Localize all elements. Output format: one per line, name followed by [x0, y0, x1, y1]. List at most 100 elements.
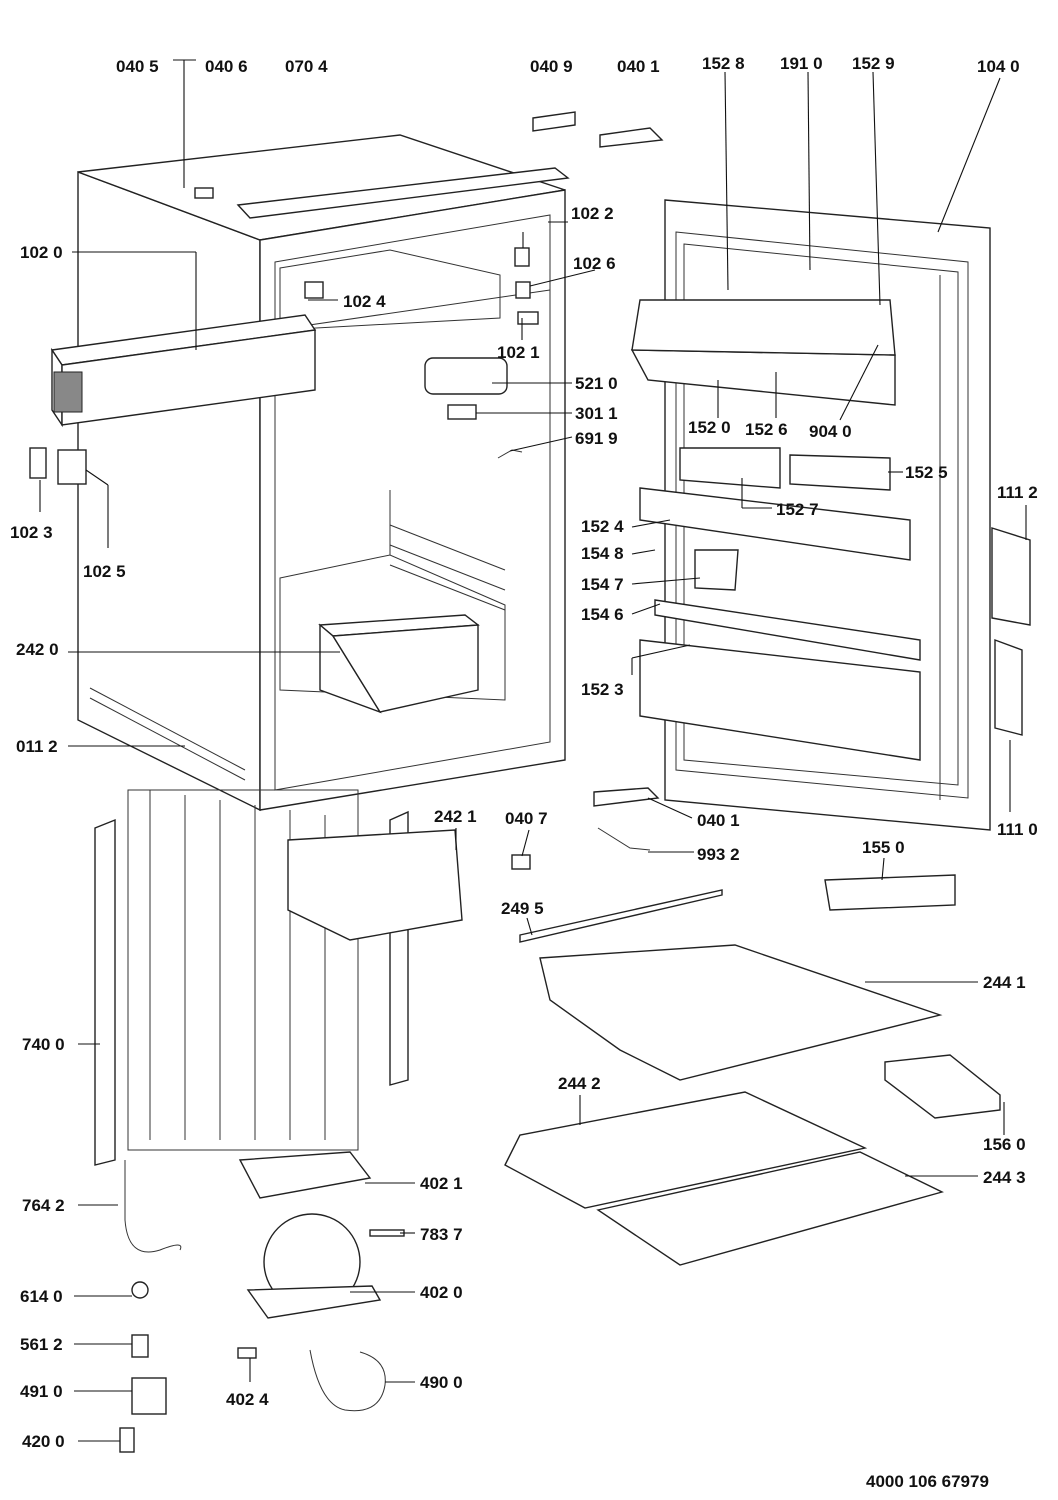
part-label: 040 1 — [697, 811, 740, 830]
part-label: 156 0 — [983, 1135, 1026, 1154]
part-label: 040 6 — [205, 57, 248, 76]
crisper-drawer-2420 — [318, 614, 480, 714]
label-3011 — [447, 404, 477, 420]
part-label: 102 4 — [343, 292, 386, 311]
part-label: 070 4 — [285, 57, 328, 76]
bracket-4021 — [238, 1151, 372, 1199]
cover-4910 — [131, 1377, 167, 1415]
connector-7837 — [369, 1229, 405, 1237]
bottle-holder-1547 — [694, 549, 739, 591]
part-label: 993 2 — [697, 845, 740, 864]
clip-0407 — [511, 854, 531, 870]
shelf-1546 — [654, 599, 921, 661]
part-label: 011 2 — [16, 737, 58, 756]
strip-2495 — [519, 889, 723, 943]
hinge-0401-bottom — [593, 787, 660, 807]
part-label: 154 6 — [581, 605, 624, 624]
part-label: 152 4 — [581, 517, 624, 536]
leader-lines — [39, 59, 1027, 1442]
part-label: 191 0 — [780, 54, 823, 73]
part-label: 155 0 — [862, 838, 905, 857]
part-label: 102 1 — [497, 343, 540, 362]
handle-1112 — [991, 527, 1031, 626]
part-label: 040 7 — [505, 809, 548, 828]
part-label: 614 0 — [20, 1287, 63, 1306]
part-label: 152 9 — [852, 54, 895, 73]
latch-1022 — [514, 247, 530, 267]
latch-1026 — [515, 281, 531, 299]
sensor-9932 — [597, 827, 651, 851]
capillary-7642 — [124, 1160, 182, 1253]
part-label: 102 3 — [10, 523, 53, 542]
part-label: 104 0 — [977, 57, 1020, 76]
hinge-top-0405 — [194, 187, 214, 199]
part-label: 740 0 — [22, 1035, 65, 1054]
part-label: 102 6 — [573, 254, 616, 273]
part-label: 040 1 — [617, 57, 660, 76]
part-label: 152 3 — [581, 680, 624, 699]
part-label: 040 5 — [116, 57, 159, 76]
latch-1021 — [517, 311, 539, 325]
part-label: 102 2 — [571, 204, 614, 223]
part-label: 561 2 — [20, 1335, 63, 1354]
cabinet-body — [77, 134, 566, 812]
part-labels: 040 5 040 6 070 4 040 9 040 1 152 8 191 … — [10, 54, 1038, 1451]
part-label: 244 1 — [983, 973, 1026, 992]
part-label: 420 0 — [22, 1432, 65, 1451]
part-label: 783 7 — [420, 1225, 463, 1244]
hinge-1023 — [29, 447, 47, 479]
part-label: 904 0 — [809, 422, 852, 441]
compressor-base — [246, 1285, 382, 1319]
part-label: 491 0 — [20, 1382, 63, 1401]
top-trim-bar — [236, 167, 570, 219]
butter-box-1525 — [789, 454, 891, 491]
hinge-0409 — [532, 111, 576, 132]
part-label: 764 2 — [22, 1196, 65, 1215]
part-label: 301 1 — [575, 404, 618, 423]
shelf-2443 — [596, 1151, 944, 1266]
part-label: 102 0 — [20, 243, 63, 262]
ice-tray-1560 — [884, 1054, 1001, 1119]
door-bin-1528 — [630, 299, 896, 406]
shelf-1524 — [639, 487, 911, 561]
part-label: 490 0 — [420, 1373, 463, 1392]
part-label: 152 6 — [745, 420, 788, 439]
part-label: 242 0 — [16, 640, 59, 659]
handle-1110 — [994, 638, 1023, 736]
part-label: 244 3 — [983, 1168, 1026, 1187]
part-label: 111 2 — [997, 483, 1038, 502]
part-label: 152 5 — [905, 463, 948, 482]
part-label: 691 9 — [575, 429, 618, 448]
thermostat-5210 — [424, 357, 508, 395]
shelf-2442 — [504, 1091, 868, 1209]
part-label: 521 0 — [575, 374, 618, 393]
part-label: 111 0 — [997, 820, 1038, 839]
part-label: 154 7 — [581, 575, 624, 594]
shelf-2441 — [539, 944, 943, 1081]
part-label: 040 9 — [530, 57, 573, 76]
part-label: 402 4 — [226, 1390, 269, 1409]
egg-tray-1520 — [679, 447, 781, 489]
capacitor-4200 — [119, 1427, 135, 1453]
relay-5612 — [131, 1334, 149, 1358]
part-label: 249 5 — [501, 899, 544, 918]
part-label: 154 8 — [581, 544, 624, 563]
part-label: 152 0 — [688, 418, 731, 437]
document-number: 4000 106 67979 — [866, 1472, 989, 1491]
part-label: 244 2 — [558, 1074, 601, 1093]
part-label: 402 0 — [420, 1283, 463, 1302]
cover-1025 — [57, 449, 87, 485]
drawer-2421 — [287, 829, 463, 941]
bottle-bin-1523 — [639, 639, 921, 761]
part-label: 152 8 — [702, 54, 745, 73]
power-cord-4900 — [309, 1349, 386, 1412]
hinge-0401-top — [599, 127, 664, 148]
bracket-1024 — [304, 281, 324, 299]
part-label: 242 1 — [434, 807, 477, 826]
part-label: 102 5 — [83, 562, 126, 581]
part-label: 402 1 — [420, 1174, 463, 1193]
part-label: 152 7 — [776, 500, 819, 519]
front-panel-1020 — [50, 314, 317, 428]
